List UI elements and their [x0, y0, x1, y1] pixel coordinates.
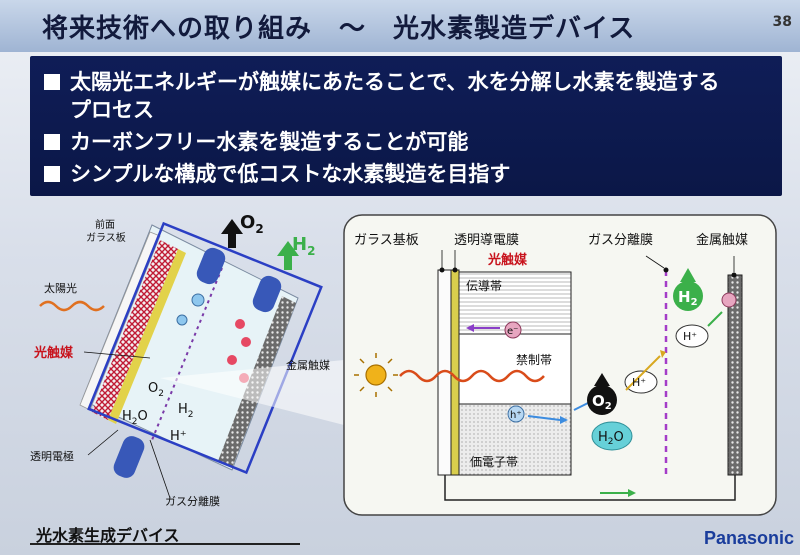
inner-o2-label: O2 [148, 381, 164, 399]
device-caption: 光水素生成デバイス [36, 526, 180, 545]
o2-arrow-icon [221, 219, 243, 248]
bullet-1: 太陽光エネルギーが触媒にあたることで、水を分解し水素を製造する [44, 66, 720, 96]
slide-title: 将来技術への取り組み ～ 光水素製造デバイス [42, 14, 636, 44]
proton-path-arrow [625, 355, 661, 391]
h2-arrow-icon [277, 241, 299, 270]
hole-arrow [527, 415, 561, 421]
photocatalyst-layer [92, 240, 178, 420]
circuit-arrow-head [628, 489, 636, 497]
h2-bubble [241, 337, 251, 347]
o2-bubble [191, 293, 205, 307]
bullet-square-icon [44, 134, 60, 150]
h2-molecule-label: H2 [678, 288, 698, 308]
o2-molecule-icon [587, 385, 617, 415]
transparent-electrode-layer [108, 249, 186, 424]
forbidden-band-label: 禁制帯 [516, 353, 552, 367]
transparent-film-label: 透明導電膜 [454, 233, 519, 248]
transparent-electrode-label: 透明電極 [30, 449, 74, 463]
sunlight-label: 太陽光 [44, 281, 77, 295]
h2o-molecule-icon [591, 421, 633, 451]
conduction-band-label: 伝導帯 [466, 279, 502, 293]
title-band [0, 0, 800, 52]
bullet-square-icon [44, 166, 60, 182]
light-wave [399, 369, 545, 383]
hole-icon [507, 405, 525, 423]
h2-molecule-icon [673, 281, 703, 311]
bullet-1-text: 太陽光エネルギーが触媒にあたることで、水を分解し水素を製造する [70, 70, 720, 94]
front-glass-label-1: 前面 [95, 218, 115, 231]
inner-h2o-label: H2O [122, 409, 148, 427]
h2-up-arrow-icon [680, 268, 696, 282]
brand-logo: Panasonic [703, 528, 794, 548]
zoom-panel [343, 214, 777, 516]
sun-rays [354, 353, 398, 397]
h2-bubble [235, 319, 245, 329]
catalyst-electron-icon [721, 292, 737, 308]
bullet-3: シンプルな構成で低コストな水素製造を目指す [44, 158, 510, 188]
leader-line [645, 255, 665, 269]
leader-line [149, 439, 171, 499]
leader-line [83, 351, 151, 359]
hplus-label-2: H⁺ [683, 330, 697, 343]
proton-arrow-head [660, 350, 666, 358]
right-gas-membrane-label: ガス分離膜 [588, 233, 653, 248]
transparent-film-bar [450, 269, 460, 476]
inner-hplus-label: H⁺ [170, 429, 187, 444]
hole-label: h⁺ [510, 410, 522, 421]
leader-line [87, 429, 119, 456]
marker-dot [731, 272, 737, 278]
caption-underline [30, 543, 300, 545]
reaction-arrow [573, 402, 589, 411]
left-gas-membrane-label: ガス分離膜 [165, 494, 220, 508]
hplus-ion-icon-1 [624, 370, 658, 394]
left-photocatalyst-label: 光触媒 [33, 345, 74, 361]
marker-dot [663, 267, 669, 273]
o2-outlet-tube [196, 247, 226, 285]
h2o-molecule-label: H2O [598, 430, 624, 447]
bullet-panel: 太陽光エネルギーが触媒にあたることで、水を分解し水素を製造する プロセス カーボ… [30, 56, 782, 196]
glass-substrate-label: ガラス基板 [354, 233, 419, 248]
left-device [79, 219, 344, 478]
inlet-tube [113, 436, 145, 478]
gas-membrane-line [151, 267, 223, 441]
left-h2-label: H2 [292, 234, 315, 258]
marker-dot [452, 267, 458, 273]
hplus-label-1: H⁺ [632, 376, 646, 389]
front-glass-label-2: ガラス板 [86, 231, 126, 244]
left-o2-label: O2 [240, 212, 264, 236]
device-diagram: O2 H2 前面 ガラス板 太陽光 光触媒 金属触媒 透明電極 ガス分離膜 O2… [30, 212, 777, 516]
right-photocatalyst-label: 光触媒 [487, 252, 528, 268]
slide-number: 38 [772, 14, 792, 30]
marker-dot [439, 267, 445, 273]
inner-h2-label: H2 [178, 402, 194, 420]
bullet-2-text: カーボンフリー水素を製造することが可能 [70, 130, 469, 154]
sunlight-wave [39, 300, 105, 312]
o2-molecule-label: O2 [592, 392, 612, 412]
left-metal-catalyst-label: 金属触媒 [286, 358, 330, 372]
h2-bubble [227, 355, 237, 365]
electron-label: e⁻ [507, 326, 518, 337]
forbidden-band-block [458, 333, 572, 405]
external-circuit [444, 475, 736, 501]
electron-icon [504, 321, 522, 339]
electron-arrow-head [466, 324, 474, 332]
zoom-callout [160, 360, 344, 425]
right-metal-catalyst-label: 金属触媒 [696, 232, 748, 248]
hplus-ion-icon-2 [675, 324, 709, 348]
bullet-3-text: シンプルな構成で低コストな水素製造を目指す [70, 162, 511, 186]
bullet-square-icon [44, 74, 60, 90]
bullet-1-continuation: プロセス [70, 98, 154, 122]
o2-up-arrow-icon [594, 373, 610, 386]
hplus-to-catalyst-arrow [707, 311, 723, 327]
hole-arrow-head [560, 416, 568, 424]
o2-bubble [176, 314, 188, 326]
sun-icon [365, 364, 387, 386]
h2-outlet-tube [252, 275, 282, 313]
bullet-2: カーボンフリー水素を製造することが可能 [44, 126, 468, 156]
valence-band-label: 価電子帯 [470, 455, 518, 469]
